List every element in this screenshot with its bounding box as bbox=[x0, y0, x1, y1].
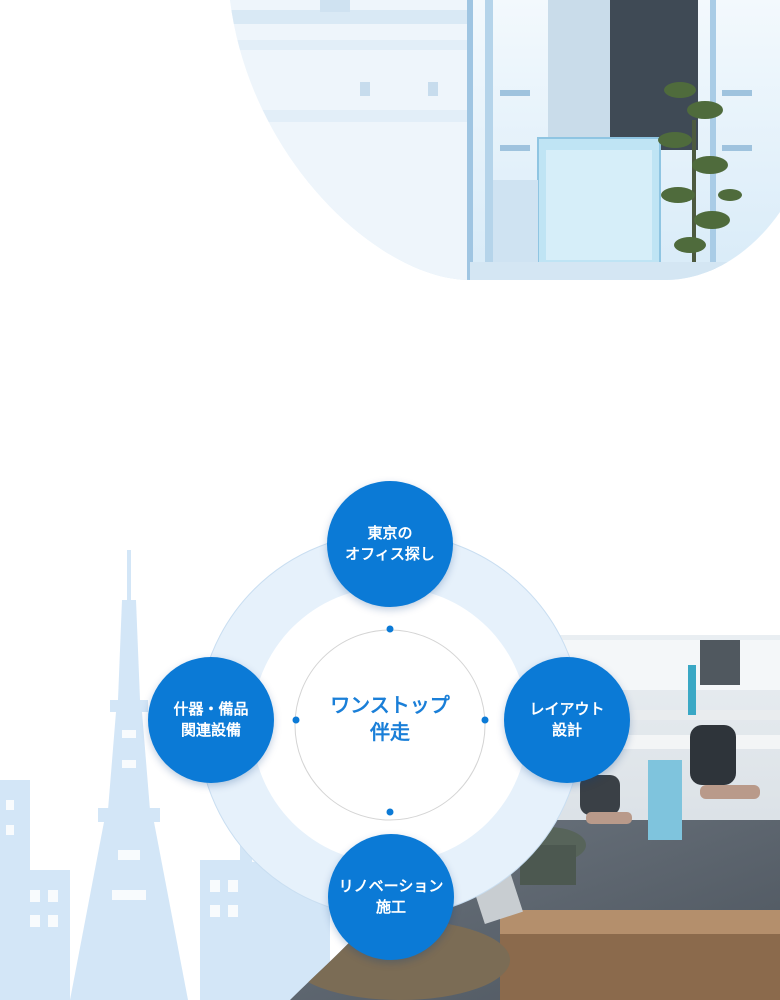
connector-dot-left bbox=[292, 716, 300, 724]
service-label-line2: オフィス探し bbox=[345, 545, 435, 563]
connector-dot-right bbox=[481, 716, 489, 724]
service-label-line2: 設計 bbox=[551, 721, 582, 739]
center-label-line1: ワンストップ bbox=[330, 693, 450, 717]
connector-dot-bottom bbox=[386, 808, 394, 816]
service-layout-design[interactable]: レイアウト 設計 bbox=[504, 657, 630, 783]
connector-dot-top bbox=[386, 625, 394, 633]
service-label-line2: 施工 bbox=[375, 898, 406, 916]
inner-disc bbox=[252, 587, 528, 863]
service-label-line1: リノベーション bbox=[338, 877, 444, 895]
service-label-line1: 東京の bbox=[367, 524, 413, 542]
top-office-photo bbox=[230, 0, 780, 280]
service-label-line2: 関連設備 bbox=[180, 721, 241, 739]
service-label-line1: レイアウト bbox=[529, 700, 605, 718]
service-furniture-equipment[interactable]: 什器・備品 関連設備 bbox=[148, 657, 274, 783]
service-label-line1: 什器・備品 bbox=[173, 700, 249, 718]
one-stop-label: ワンストップ 伴走 bbox=[320, 692, 460, 746]
service-office-search[interactable]: 東京の オフィス探し bbox=[327, 481, 453, 607]
center-label-line2: 伴走 bbox=[370, 720, 410, 744]
service-renovation[interactable]: リノベーション 施工 bbox=[328, 834, 454, 960]
